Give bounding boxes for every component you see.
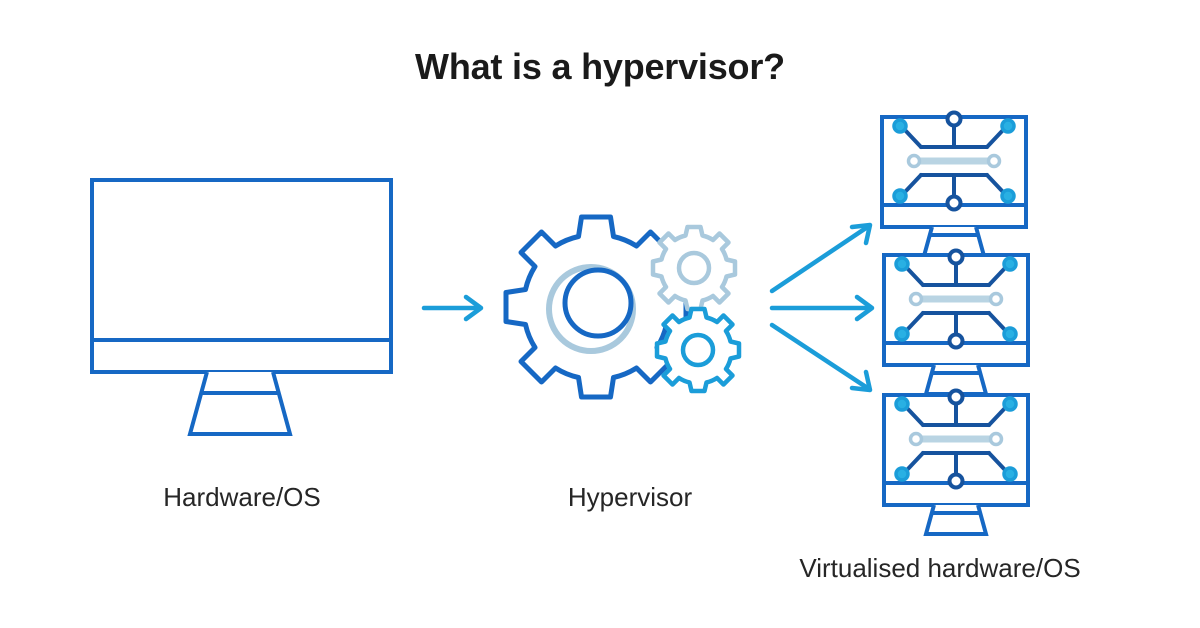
arrow-to-vm-3 [769,322,873,393]
vm-monitor-2 [884,251,1028,395]
label-hardware-os: Hardware/OS [163,482,321,512]
hypervisor-gears [503,214,742,400]
hardware-monitor [90,178,393,436]
vm-monitor-1 [882,113,1026,257]
arrow-to-vm-2 [769,294,875,322]
gear-large-icon [503,214,689,400]
gear-small-pale-icon [650,224,738,312]
gear-small-cyan-icon [654,306,742,394]
arrow-to-vm-1 [769,222,873,294]
page-title: What is a hypervisor? [415,46,785,87]
vm-monitor-3 [884,391,1028,535]
label-hypervisor: Hypervisor [567,482,693,512]
label-virtualised-hardware-os: Virtualised hardware/OS [799,553,1081,583]
arrow-hardware-to-hypervisor [421,294,484,322]
